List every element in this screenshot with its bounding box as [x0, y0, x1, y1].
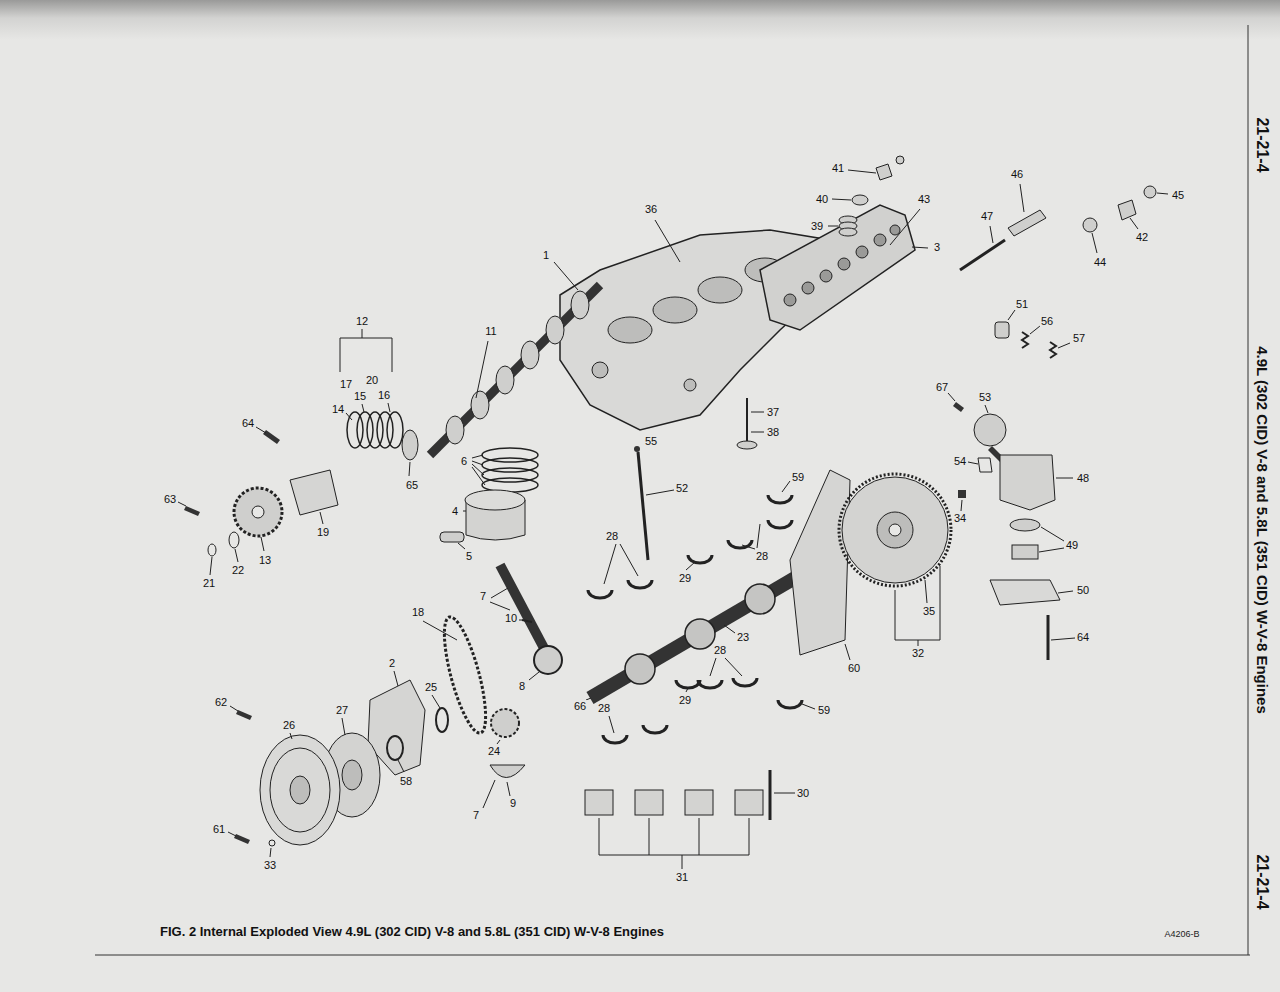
callout-number: 64 — [241, 417, 255, 429]
callout-number: 33 — [263, 859, 277, 871]
callout-number: 32 — [911, 647, 925, 659]
callout-number: 26 — [282, 719, 296, 731]
callout-number: 54 — [953, 455, 967, 467]
callout-number: 63 — [163, 493, 177, 505]
callout-number: 41 — [831, 162, 845, 174]
page-number: 21-21-4 — [1253, 117, 1271, 172]
callout-number: 30 — [796, 787, 810, 799]
callout-number: 24 — [487, 745, 501, 757]
callout-number: 28 — [755, 550, 769, 562]
callout-number: 47 — [980, 210, 994, 222]
callout-number: 3 — [933, 241, 941, 253]
callout-number: 19 — [316, 526, 330, 538]
callout-number: 53 — [978, 391, 992, 403]
page-number: 21-21-4 — [1253, 854, 1271, 909]
callout-number: 40 — [815, 193, 829, 205]
callout-number: 28 — [713, 644, 727, 656]
callout-number: 64 — [1076, 631, 1090, 643]
callout-number: 1 — [542, 249, 550, 261]
callout-number: 56 — [1040, 315, 1054, 327]
callout-number: 17 — [339, 378, 353, 390]
callout-number: 16 — [377, 389, 391, 401]
callout-number: 11 — [484, 325, 497, 337]
callout-number: 57 — [1072, 332, 1086, 344]
callout-number: 49 — [1065, 539, 1079, 551]
callout-number: 27 — [335, 704, 349, 716]
callout-number: 34 — [953, 512, 967, 524]
callout-number: 37 — [766, 406, 780, 418]
callout-number: 59 — [817, 704, 831, 716]
scan-shadow — [0, 0, 1280, 60]
callout-number: 46 — [1010, 168, 1024, 180]
running-head: 4.9L (302 CID) V-8 and 5.8L (351 CID) W-… — [1254, 346, 1271, 714]
callout-number: 14 — [331, 403, 345, 415]
callout-number: 51 — [1015, 298, 1029, 310]
callout-number: 35 — [922, 605, 936, 617]
callout-number: 66 — [573, 700, 587, 712]
callout-number: 42 — [1135, 231, 1149, 243]
figure-caption: FIG. 2 Internal Exploded View 4.9L (302 … — [160, 924, 664, 939]
callout-number: 8 — [518, 680, 526, 692]
callout-number: 55 — [644, 435, 658, 447]
callout-number: 15 — [353, 390, 367, 402]
callout-number: 7 — [472, 809, 480, 821]
callout-number: 52 — [675, 482, 689, 494]
callout-number: 67 — [935, 381, 949, 393]
callout-number: 50 — [1076, 584, 1090, 596]
callout-number: 23 — [736, 631, 750, 643]
callout-number: 28 — [597, 702, 611, 714]
callout-number: 28 — [605, 530, 619, 542]
callout-number: 61 — [212, 823, 226, 835]
callout-number: 38 — [766, 426, 780, 438]
callout-number: 12 — [355, 315, 369, 327]
callout-number: 36 — [644, 203, 658, 215]
callout-number: 13 — [258, 554, 272, 566]
callout-number: 29 — [678, 572, 692, 584]
callout-number: 7 — [479, 590, 487, 602]
callout-number: 18 — [411, 606, 425, 618]
callout-number: 45 — [1171, 189, 1185, 201]
callout-number: 39 — [810, 220, 824, 232]
callout-number: 22 — [231, 564, 245, 576]
callout-number: 60 — [847, 662, 861, 674]
callout-number: 5 — [465, 550, 473, 562]
callout-number: 65 — [405, 479, 419, 491]
figure-code: A4206-B — [1164, 929, 1199, 939]
callout-number: 31 — [675, 871, 689, 883]
callout-number: 59 — [791, 471, 805, 483]
callout-number: 10 — [504, 612, 518, 624]
callout-number: 62 — [214, 696, 228, 708]
callout-number: 58 — [399, 775, 413, 787]
callout-number: 2 — [388, 657, 396, 669]
callout-number: 25 — [424, 681, 438, 693]
callout-number: 9 — [509, 797, 517, 809]
callout-number: 43 — [917, 193, 931, 205]
callout-number: 20 — [365, 374, 379, 386]
callout-number: 4 — [451, 505, 459, 517]
callout-number: 29 — [678, 694, 692, 706]
callout-number: 48 — [1076, 472, 1090, 484]
callout-number: 44 — [1093, 256, 1107, 268]
callout-number: 21 — [202, 577, 216, 589]
callout-number: 6 — [460, 455, 468, 467]
